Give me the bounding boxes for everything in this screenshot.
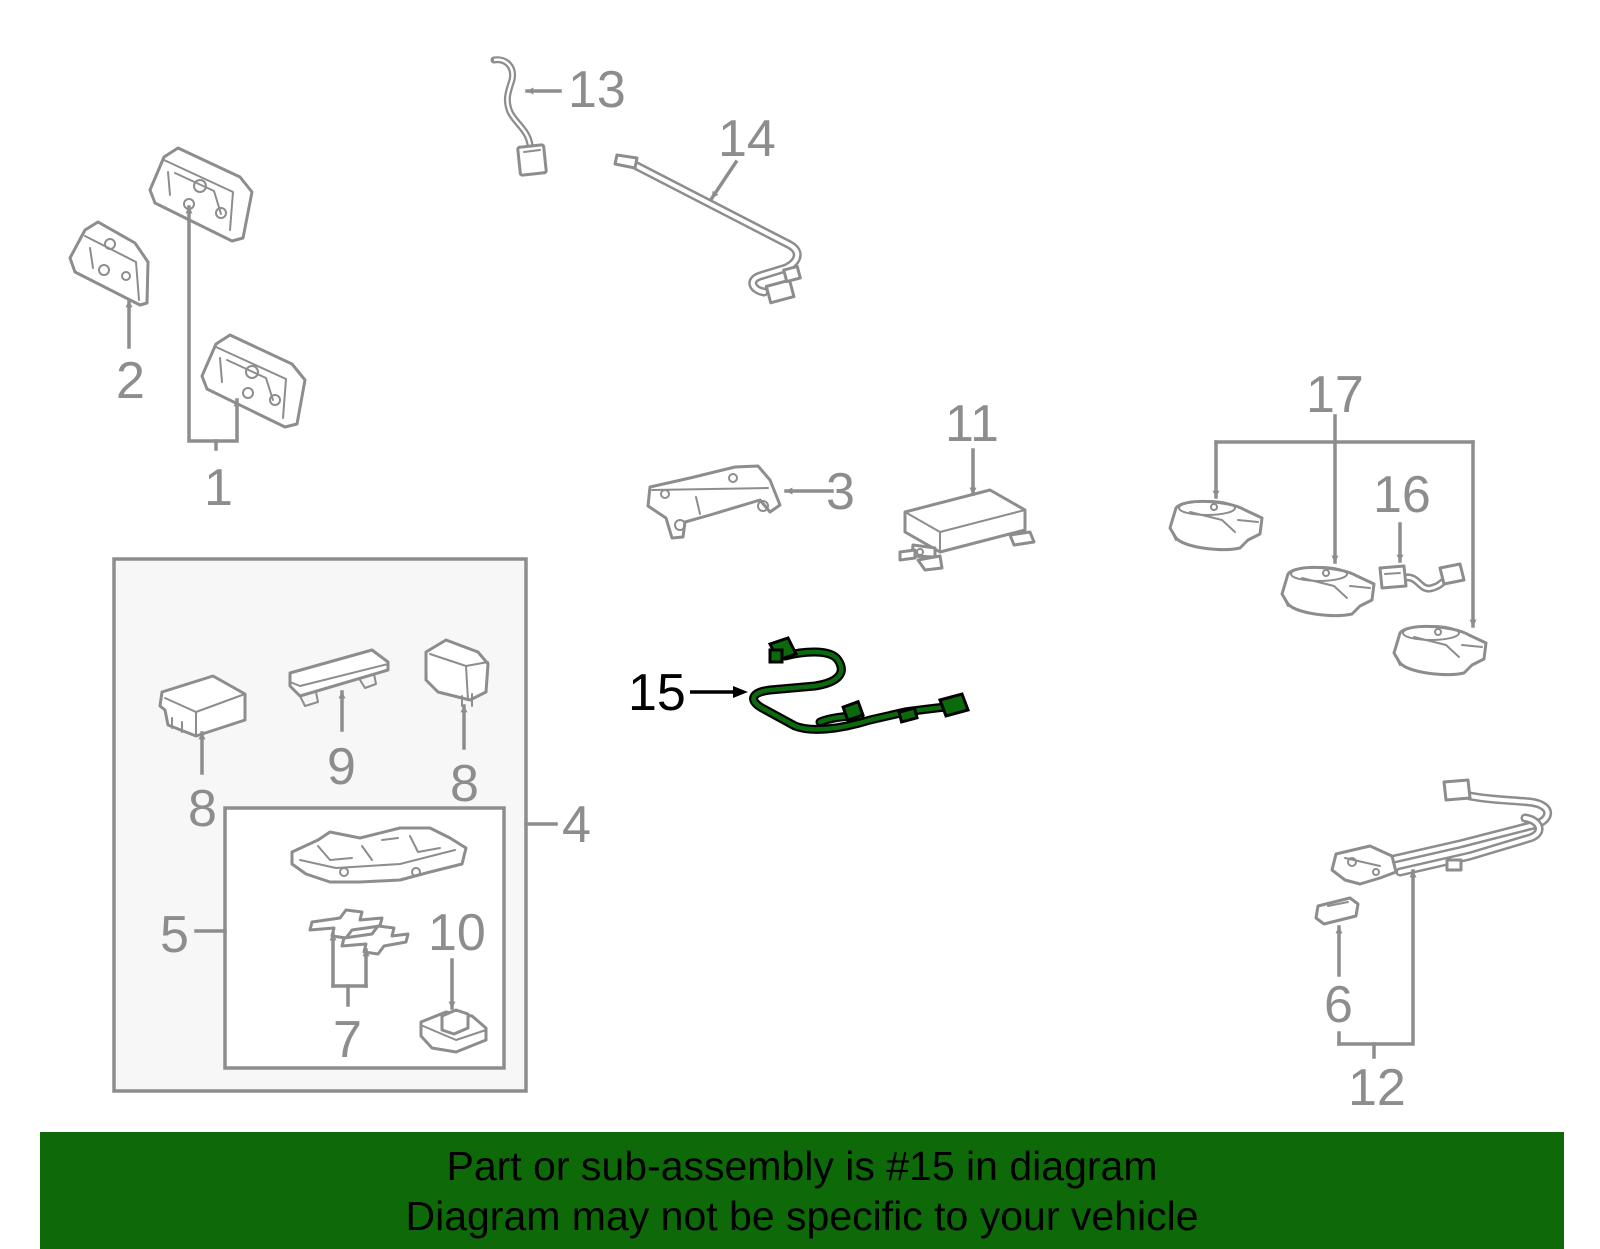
leader-12-right [1337,869,1417,1046]
part-17-motor-b[interactable] [1280,565,1376,618]
leader-15-arrow [733,686,748,698]
leader-1-upper [185,205,218,451]
part-13-connector-wire[interactable] [490,56,548,177]
callout-3: 3 [826,463,855,521]
part-6-clip[interactable] [1314,896,1360,926]
callout-6: 6 [1324,976,1353,1034]
part-7-clip-b[interactable] [340,924,410,956]
part-1-lower-switch[interactable] [200,333,307,429]
part-2-switch[interactable] [68,220,150,307]
callout-8-right: 8 [450,755,479,813]
part-14-wire-harness[interactable] [613,153,802,305]
leader-1-lower [214,398,241,443]
callout-5: 5 [160,906,189,964]
part-8-right-relay[interactable] [424,638,490,707]
callout-1: 1 [204,459,233,517]
callout-4: 4 [562,796,591,854]
part-17-motor-a[interactable] [1168,499,1264,552]
callout-2: 2 [116,352,145,410]
part-3-bracket[interactable] [646,464,782,540]
callout-15: 15 [628,664,686,722]
part-8-left-relay[interactable] [158,674,247,738]
part-5-switch-assembly[interactable] [290,826,468,884]
callout-16: 16 [1373,466,1431,524]
banner-line-2: Diagram may not be specific to your vehi… [405,1192,1199,1239]
part-10-switch-knob[interactable] [419,1008,488,1054]
callout-14: 14 [718,110,776,168]
callout-10: 10 [428,904,486,962]
info-banner: Part or sub-assembly is #15 in diagram D… [40,1132,1564,1249]
part-12-switch-harness[interactable] [1330,778,1553,886]
part-16-connector[interactable] [1378,562,1466,593]
callout-17: 17 [1306,366,1364,424]
callout-8-left: 8 [188,780,217,838]
part-17-motor-c[interactable] [1392,624,1488,677]
callout-12: 12 [1348,1059,1406,1117]
part-15-wire-harness-highlighted[interactable] [749,636,970,734]
callout-7: 7 [333,1011,362,1069]
banner-line-1: Part or sub-assembly is #15 in diagram [446,1142,1158,1189]
callout-13: 13 [568,61,626,119]
part-1-upper-switch[interactable] [148,146,254,243]
leader-14 [709,159,739,201]
part-11-control-module[interactable] [898,488,1036,572]
part-9-relay[interactable] [288,648,390,707]
callout-11: 11 [945,395,999,453]
callout-9: 9 [327,738,356,796]
